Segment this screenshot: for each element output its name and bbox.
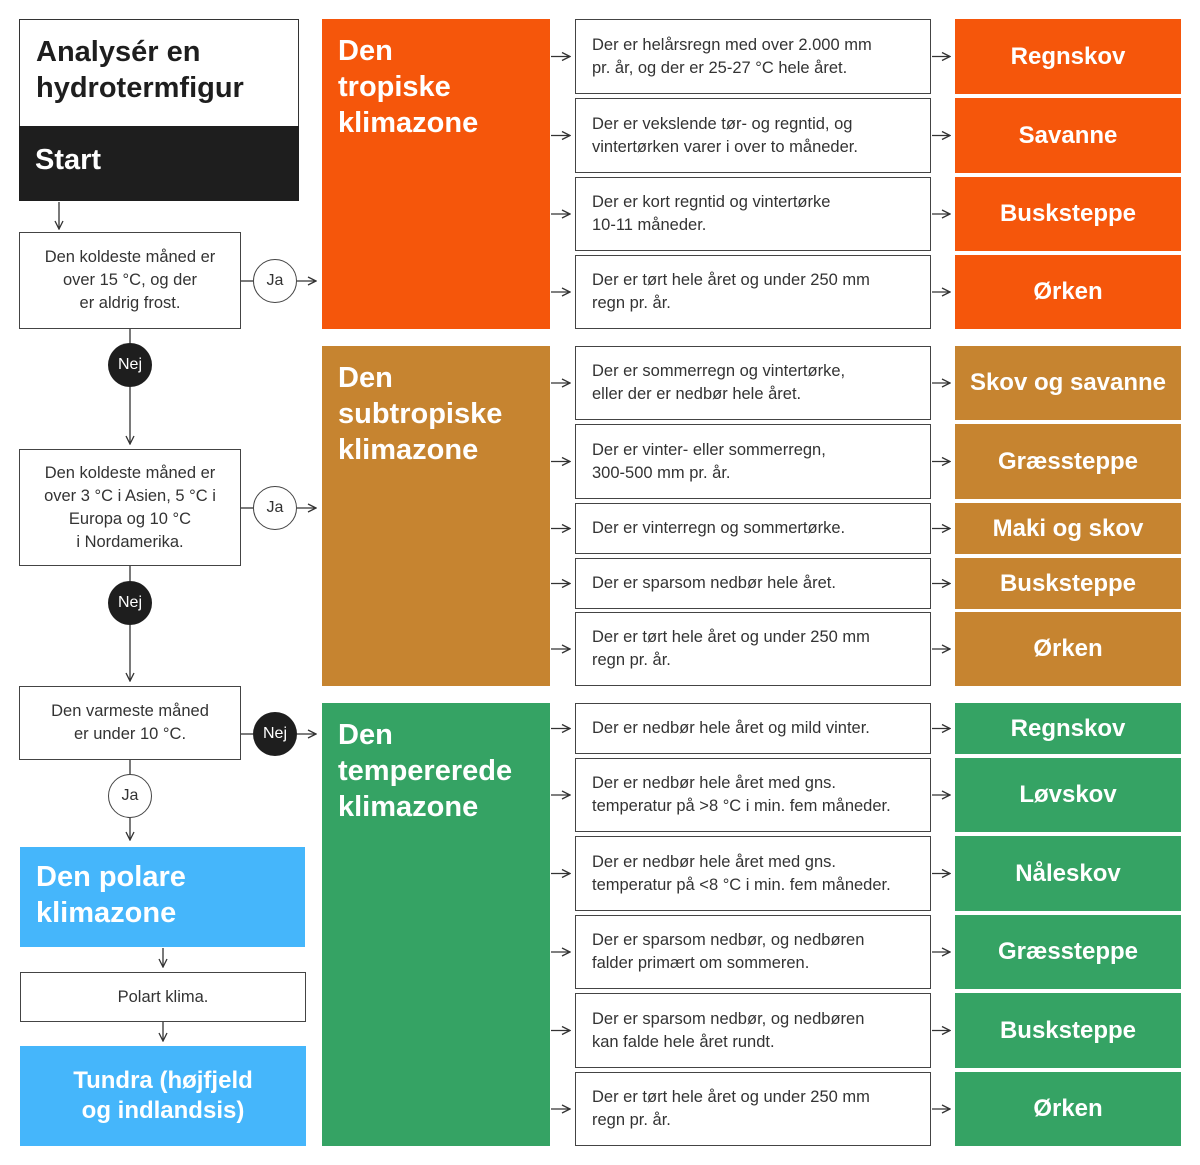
zone-tropical: Den tropiske klimazone (322, 19, 550, 329)
result-subtropical-5: Ørken (955, 612, 1181, 686)
result-tropical-4: Ørken (955, 255, 1181, 329)
result-tropical-2: Savanne (955, 98, 1181, 173)
result-subtropical-4: Busksteppe (955, 558, 1181, 609)
result-temperate-3: Nåleskov (955, 836, 1181, 911)
question-3: Den varmeste måned er under 10 °C. (19, 686, 241, 760)
title-line-1: Analysér en (36, 36, 201, 68)
result-temperate-1: Regnskov (955, 703, 1181, 754)
condition-subtropical-3: Der er vinterregn og sommertørke. (575, 503, 931, 554)
title-line-2: hydrotermfigur (36, 72, 244, 104)
condition-tropical-3: Der er kort regntid og vintertørke 10-11… (575, 177, 931, 251)
result-subtropical-3: Maki og skov (955, 503, 1181, 554)
result-subtropical-2: Græssteppe (955, 424, 1181, 499)
condition-tropical-2: Der er vekslende tør- og regntid, og vin… (575, 98, 931, 173)
condition-temperate-2: Der er nedbør hele året med gns. tempera… (575, 758, 931, 832)
zone-subtropical: Den subtropiske klimazone (322, 346, 550, 686)
condition-temperate-5: Der er sparsom nedbør, og nedbøren kan f… (575, 993, 931, 1068)
condition-tropical-4: Der er tørt hele året og under 250 mm re… (575, 255, 931, 329)
question-2: Den koldeste måned er over 3 °C i Asien,… (19, 449, 241, 566)
result-tropical-3: Busksteppe (955, 177, 1181, 251)
answer-no-q3: Nej (253, 712, 297, 756)
condition-temperate-3: Der er nedbør hele året med gns. tempera… (575, 836, 931, 911)
answer-yes-q3: Ja (108, 774, 152, 818)
diagram-title: Analysér en hydrotermfigur (19, 19, 299, 127)
question-1: Den koldeste måned er over 15 °C, og der… (19, 232, 241, 329)
result-tropical-1: Regnskov (955, 19, 1181, 94)
condition-temperate-6: Der er tørt hele året og under 250 mm re… (575, 1072, 931, 1146)
condition-polar: Polart klima. (20, 972, 306, 1022)
condition-subtropical-5: Der er tørt hele året og under 250 mm re… (575, 612, 931, 686)
result-temperate-2: Løvskov (955, 758, 1181, 832)
zone-polar: Den polare klimazone (20, 847, 305, 947)
start-node: Start (19, 126, 299, 201)
answer-yes-q2: Ja (253, 486, 297, 530)
zone-temperate: Den tempererede klimazone (322, 703, 550, 1146)
condition-subtropical-1: Der er sommerregn og vintertørke, eller … (575, 346, 931, 420)
result-temperate-6: Ørken (955, 1072, 1181, 1146)
result-subtropical-1: Skov og savanne (955, 346, 1181, 420)
condition-tropical-1: Der er helårsregn med over 2.000 mm pr. … (575, 19, 931, 94)
answer-yes-q1: Ja (253, 259, 297, 303)
result-temperate-4: Græssteppe (955, 915, 1181, 989)
condition-subtropical-2: Der er vinter- eller sommerregn, 300-500… (575, 424, 931, 499)
condition-temperate-4: Der er sparsom nedbør, og nedbøren falde… (575, 915, 931, 989)
result-temperate-5: Busksteppe (955, 993, 1181, 1068)
result-polar: Tundra (højfjeld og indlandsis) (20, 1046, 306, 1146)
condition-subtropical-4: Der er sparsom nedbør hele året. (575, 558, 931, 609)
answer-no-q1: Nej (108, 343, 152, 387)
condition-temperate-1: Der er nedbør hele året og mild vinter. (575, 703, 931, 754)
answer-no-q2: Nej (108, 581, 152, 625)
